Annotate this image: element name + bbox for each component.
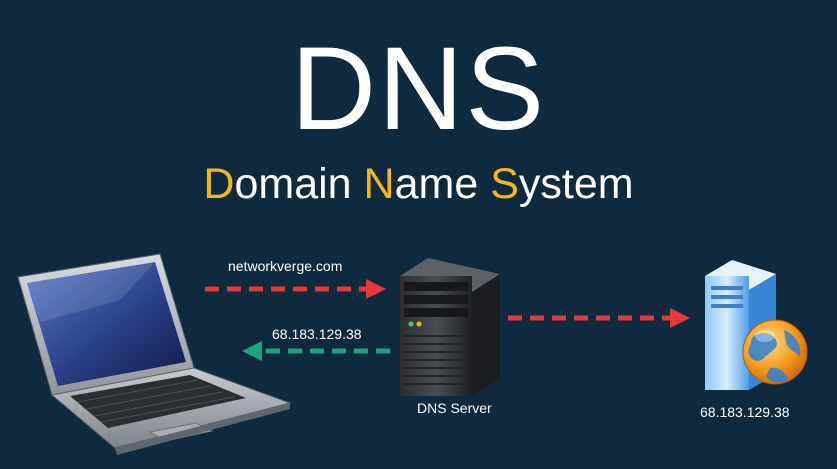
- laptop-icon: [17, 253, 292, 455]
- server-tower-icon: [400, 258, 500, 396]
- destination-ip-label: 68.183.129.38: [700, 404, 790, 420]
- subtitle-initial-s: S: [490, 160, 519, 208]
- request-arrow-to-server: [205, 279, 386, 299]
- web-server-globe-icon: [705, 260, 808, 390]
- reply-ip-label: 68.183.129.38: [272, 326, 362, 342]
- query-domain-label: networkverge.com: [228, 258, 343, 274]
- page-title: DNS: [290, 23, 547, 155]
- subtitle-word-name: ame: [394, 160, 491, 208]
- dns-server-label: DNS Server: [417, 400, 492, 416]
- reply-arrow-to-laptop: [242, 341, 390, 361]
- request-arrow-to-destination: [508, 308, 690, 328]
- subtitle-initial-d: D: [203, 160, 235, 208]
- subtitle-initial-n: N: [363, 160, 395, 208]
- page-subtitle: Domain Name System: [0, 160, 837, 208]
- subtitle-word-system: ystem: [518, 160, 634, 208]
- subtitle-word-domain: omain: [234, 160, 364, 208]
